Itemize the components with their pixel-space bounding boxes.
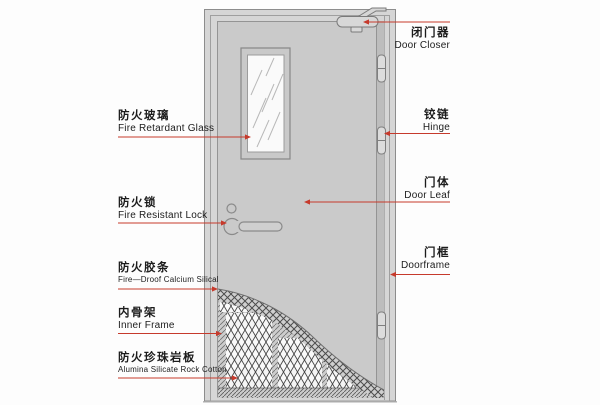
label-door-leaf: 门体 Door Leaf <box>404 176 450 201</box>
label-fire-retardant-glass-zh: 防火玻璃 <box>118 110 170 122</box>
bottom-rail <box>218 387 384 397</box>
label-inner-frame-en: Inner Frame <box>118 320 175 331</box>
label-hinge: 铰链 Hinge <box>423 108 450 133</box>
label-fire-resistant-lock-zh: 防火锁 <box>118 197 157 209</box>
label-perlite-board: 防火珍珠岩板 Alumina Silicate Rock Cotton <box>118 351 227 374</box>
label-doorframe-zh: 门框 <box>424 247 450 259</box>
label-door-closer: 闭门器 Door Closer <box>394 26 450 51</box>
fire-resistant-lock <box>223 203 283 236</box>
label-fire-resistant-lock-en: Fire Resistant Lock <box>118 210 208 221</box>
label-doorframe: 门框 Doorframe <box>401 246 450 271</box>
hinge-middle <box>377 126 386 155</box>
label-seal-strip-zh: 防火胶条 <box>118 262 170 274</box>
lock-cylinder <box>226 203 237 214</box>
label-doorframe-en: Doorframe <box>400 260 450 271</box>
label-inner-frame: 内骨架 Inner Frame <box>118 306 175 331</box>
label-inner-frame-zh: 内骨架 <box>118 307 157 319</box>
glass-reflection-lines <box>250 57 284 148</box>
leader-arrowheads <box>212 19 396 381</box>
label-fire-retardant-glass-en: Fire Retardant Glass <box>118 123 215 134</box>
label-hinge-zh: 铰链 <box>424 109 450 121</box>
label-perlite-board-en: Alumina Silicate Rock Cotton <box>118 365 227 374</box>
label-fire-resistant-lock: 防火锁 Fire Resistant Lock <box>118 196 207 221</box>
label-seal-strip-en: Fire—Droof Calcium Silical <box>118 275 219 284</box>
label-door-closer-zh: 闭门器 <box>411 27 450 39</box>
lever-handle <box>238 221 283 232</box>
label-door-closer-en: Door Closer <box>394 40 450 51</box>
seal-strip-band <box>218 289 384 398</box>
closer-bracket <box>350 26 363 33</box>
hinge-bottom <box>377 311 386 340</box>
leader-lines <box>118 21 450 379</box>
label-hinge-en: Hinge <box>422 122 450 133</box>
label-perlite-board-zh: 防火珍珠岩板 <box>118 352 196 364</box>
fire-retardant-glass <box>240 47 291 160</box>
hinges <box>377 54 386 340</box>
cutaway-edge <box>217 288 385 391</box>
label-door-leaf-en: Door Leaf <box>404 190 450 201</box>
hinge-top <box>377 54 386 83</box>
label-seal-strip: 防火胶条 Fire—Droof Calcium Silical <box>118 261 219 284</box>
label-door-leaf-zh: 门体 <box>424 177 450 189</box>
label-fire-retardant-glass: 防火玻璃 Fire Retardant Glass <box>118 109 214 134</box>
